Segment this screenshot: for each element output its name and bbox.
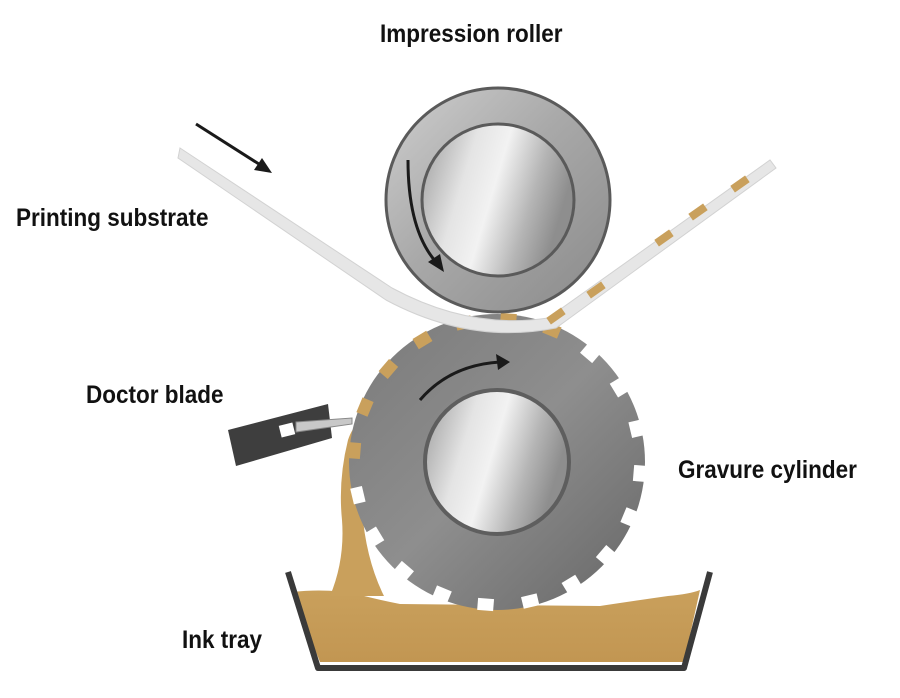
doctor-blade (228, 404, 353, 466)
gravure-cell (412, 330, 433, 350)
roller-rotation-arrow (406, 159, 438, 263)
substrate-web (177, 147, 777, 334)
gravure-cell (432, 585, 452, 603)
impression-roller-hub (420, 122, 576, 278)
label-doctor-blade: Doctor blade (86, 381, 224, 409)
doctor-blade-holder (228, 404, 332, 466)
ink-pool (292, 590, 700, 662)
gravure-cell (561, 574, 582, 594)
arrow-down-right-icon (254, 158, 272, 173)
gravure-cell (632, 464, 647, 482)
gravure-cell (350, 486, 366, 505)
ink-tray (285, 571, 713, 671)
doctor-blade-clip (278, 422, 296, 438)
printed-ink-mark (546, 307, 566, 325)
gravure-cell (609, 377, 629, 398)
gravure-cell (365, 526, 385, 547)
gravure-cell (347, 442, 362, 460)
curved-arrow-icon (496, 354, 510, 370)
gravure-cell (521, 593, 540, 609)
substrate-direction-arrow (195, 122, 272, 173)
label-ink-tray: Ink tray (182, 626, 263, 654)
printed-ink-mark (730, 175, 750, 193)
printed-ink-mark (654, 229, 674, 247)
label-printing-substrate: Printing substrate (16, 204, 209, 232)
tray-outline (285, 571, 713, 671)
gravure-cell (378, 359, 399, 379)
label-impression-roller: Impression roller (380, 20, 563, 48)
gravure-cell (477, 597, 495, 612)
label-gravure-cylinder: Gravure cylinder (678, 456, 857, 484)
printed-ink-mark (688, 203, 708, 221)
gravure-cell (580, 343, 600, 364)
impression-roller (384, 86, 612, 314)
gravure-cell (628, 419, 644, 438)
cylinder-rotation-arrow (418, 360, 501, 401)
gravure-cell (595, 545, 616, 565)
gravure-cell (356, 397, 374, 417)
printing-substrate (177, 147, 777, 334)
gravure-cells (347, 312, 647, 612)
gravure-cell (620, 507, 638, 527)
printed-ink-mark (586, 281, 606, 299)
gravure-cell (394, 560, 414, 581)
printed-ink-marks (546, 175, 750, 325)
curved-arrow-icon (428, 254, 444, 272)
doctor-blade-edge (295, 417, 353, 433)
gravure-cylinder (347, 312, 647, 612)
gravure-cylinder-hub (423, 388, 571, 536)
